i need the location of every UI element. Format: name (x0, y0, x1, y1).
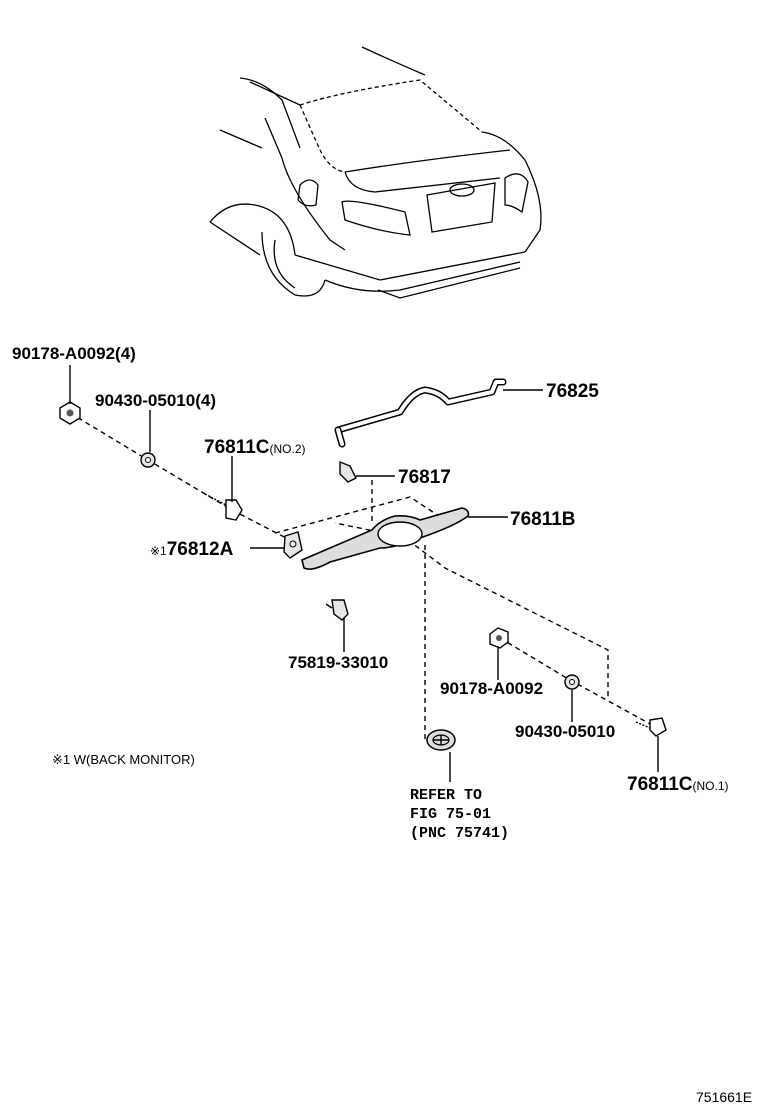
callout-76811b: 76811B (510, 509, 576, 530)
callout-75819-33010: 75819-33010 (288, 653, 388, 672)
callout-90178-a0092: 90178-A0092 (440, 679, 543, 698)
callout-76811c-no2-main: 76811C (204, 437, 270, 458)
callout-76812a-main: 76812A (167, 539, 234, 560)
callout-76811c-no1-main: 76811C (627, 774, 693, 795)
refer-line-1: REFER TO (410, 787, 482, 804)
callout-90178-a0092-qty4: 90178-A0092(4) (12, 344, 136, 363)
part-76812a-camera-bracket (283, 531, 303, 559)
refer-line-3: (PNC 75741) (410, 825, 509, 842)
callout-76811c-no2-sub: (NO.2) (270, 442, 306, 456)
part-90430-washer-right (564, 674, 580, 690)
callout-76817: 76817 (398, 467, 451, 488)
part-76811c-bolt-no2 (204, 493, 243, 521)
figure-code: 751661E (696, 1089, 752, 1105)
part-75819-clip (325, 599, 349, 621)
callout-76825: 76825 (546, 381, 599, 402)
part-76825-weatherstrip (334, 378, 507, 448)
part-76817-clip (339, 460, 357, 483)
refer-line-2: FIG 75-01 (410, 806, 491, 823)
car-rear-illustration (209, 46, 542, 299)
callout-76811c-no1-sub: (NO.1) (693, 779, 729, 793)
part-76811c-bolt-no1 (635, 717, 667, 737)
callout-90430-05010-qty4: 90430-05010(4) (95, 391, 216, 410)
footnote: ※1 W(BACK MONITOR) (52, 752, 195, 767)
leader-lines (69, 365, 659, 782)
callout-76811c-no2: 76811C(NO.2) (204, 437, 306, 458)
part-90178-nut-left (59, 401, 81, 425)
callout-76812a-mark: ※1 (150, 544, 167, 558)
part-90430-washer-left (140, 452, 156, 468)
callout-90430-05010: 90430-05010 (515, 722, 615, 741)
part-90178-nut-right (489, 627, 509, 649)
part-76811b-garnish (301, 507, 470, 570)
part-emblem (426, 729, 456, 751)
callout-76812a: ※176812A (150, 539, 234, 560)
assembly-lines (69, 412, 653, 740)
callout-76811c-no1: 76811C(NO.1) (627, 774, 729, 795)
